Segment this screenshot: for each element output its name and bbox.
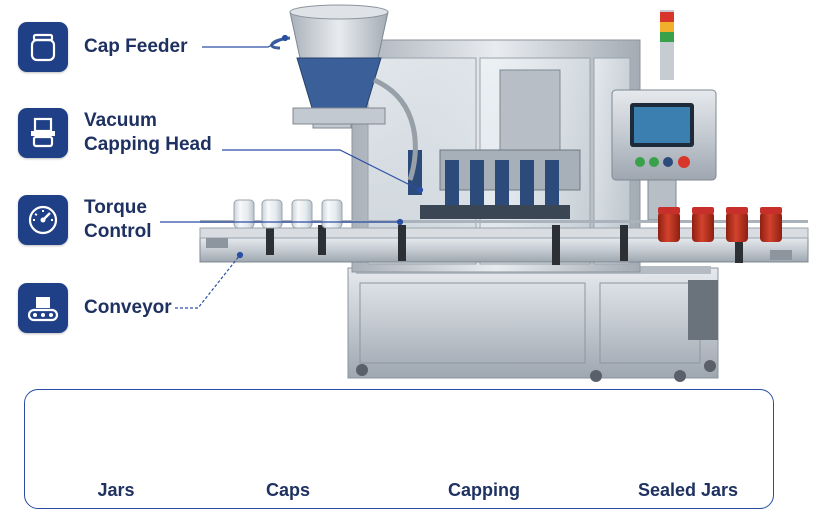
leader-conveyor xyxy=(175,254,241,309)
machine-base-cabinet xyxy=(347,266,719,382)
callout-label-conveyor: Conveyor xyxy=(84,297,172,318)
process-step-caps: Caps xyxy=(265,480,310,500)
callout-capping-head: Vacuum Capping Head xyxy=(18,108,212,158)
leader-cap-feeder xyxy=(202,37,286,48)
process-step-capping: Capping xyxy=(448,480,520,500)
callout-label-torque-control: Torque Control xyxy=(84,197,152,242)
capping-head-icon xyxy=(18,108,68,158)
sealed-jars-on-conveyor xyxy=(658,207,782,242)
leader-capping-head xyxy=(222,149,421,191)
control-panel xyxy=(611,10,717,221)
callout-conveyor: Conveyor xyxy=(18,283,172,333)
process-flow-panel xyxy=(24,389,774,509)
torque-gauge-icon xyxy=(18,195,68,245)
callout-label-capping-head: Vacuum Capping Head xyxy=(84,110,212,155)
cap-feeder-bowl xyxy=(270,4,418,181)
conveyor-icon xyxy=(18,283,68,333)
callout-leader-lines xyxy=(160,34,424,309)
callout-torque-control: Torque Control xyxy=(18,195,152,245)
process-step-sealed-jars: Sealed Jars xyxy=(637,480,739,500)
cap-feeder-icon xyxy=(18,22,68,72)
process-step-jars: Jars xyxy=(97,480,135,500)
callout-label-cap-feeder: Cap Feeder xyxy=(84,36,188,57)
callout-cap-feeder: Cap Feeder xyxy=(18,22,187,72)
empty-jars-on-conveyor xyxy=(233,199,343,229)
